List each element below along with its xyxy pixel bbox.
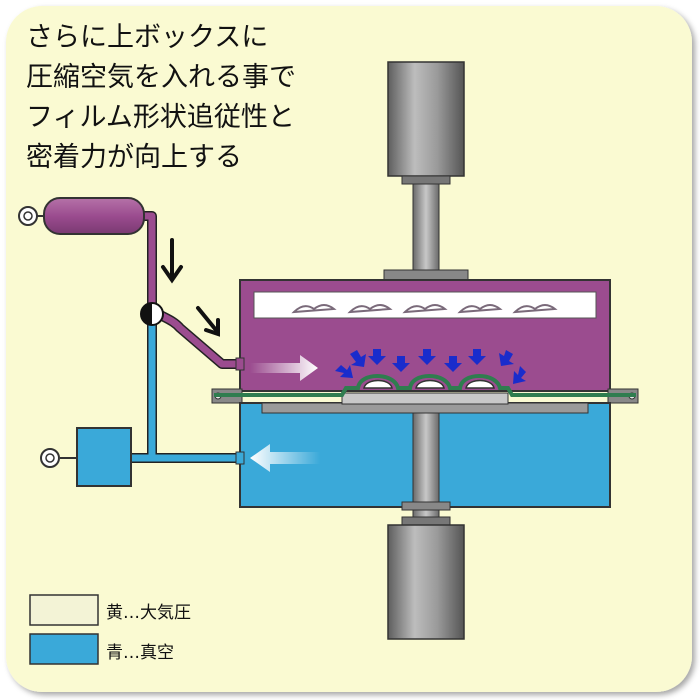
heater-plate — [253, 291, 597, 319]
work-table-top — [341, 392, 509, 405]
heater-elements — [291, 304, 558, 314]
lower-cylinder — [387, 524, 465, 640]
vacuum-pump — [76, 427, 132, 487]
upper-cylinder — [387, 61, 465, 177]
upper-rod-flange — [383, 269, 469, 281]
caption-line: フィルム形状追従性と — [26, 102, 295, 133]
legend-label-atmospheric: 黄…大気圧 — [106, 603, 191, 623]
lower-rod-seal — [401, 501, 451, 511]
workpieces — [363, 379, 495, 389]
legend-swatch-atmospheric — [29, 594, 99, 626]
legend-swatch-vacuum — [29, 633, 99, 665]
caption-line: 圧縮空気を入れる事で — [26, 62, 296, 93]
compressed-air-arrows — [335, 349, 526, 384]
upper-rod — [412, 183, 440, 271]
upper-cylinder-cap — [401, 175, 451, 185]
caption-line: 密着力が向上する — [26, 142, 242, 173]
lower-inlet-fitting — [235, 451, 245, 465]
lower-cylinder-cap — [401, 516, 451, 526]
laminate-film — [214, 374, 636, 397]
flow-direction-arrows — [161, 238, 220, 337]
vacuum-outflow-arrow — [250, 444, 320, 472]
upper-inlet-fitting — [235, 357, 245, 371]
caption-line: さらに上ボックスに — [26, 22, 269, 53]
legend-label-vacuum: 青…真空 — [106, 643, 174, 663]
air-inflow-arrow — [250, 355, 318, 381]
compressed-air-tank — [43, 197, 145, 235]
caption: さらに上ボックスに 圧縮空気を入れる事で フィルム形状追従性と 密着力が向上する — [26, 18, 386, 178]
